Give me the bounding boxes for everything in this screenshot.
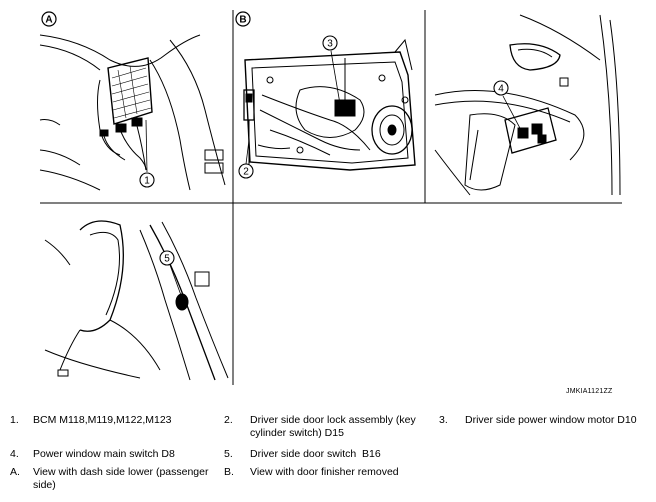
legend-item-1-text: BCM M118,M119,M122,M123 xyxy=(33,414,172,426)
callout-3-text: 3 xyxy=(327,39,333,50)
callout-4-text: 4 xyxy=(498,84,504,95)
callout-2-text: 2 xyxy=(243,167,249,178)
legend-item-1-num: 1. xyxy=(10,414,19,426)
panel-b-door-illustration xyxy=(243,38,416,171)
legend-item-3-text: Driver side power window motor D10 xyxy=(465,414,637,426)
callout-2: 2 xyxy=(238,163,254,179)
wiring-location-figure: A B 1 2 3 4 5 xyxy=(39,10,622,385)
panel-letter-b: B xyxy=(235,11,251,27)
legend-item-2-num: 2. xyxy=(224,414,233,426)
callout-1: 1 xyxy=(139,172,155,188)
panel-frame xyxy=(40,10,622,385)
callout-5: 5 xyxy=(159,250,175,266)
callout-3: 3 xyxy=(322,35,338,51)
legend-item-4-num: 4. xyxy=(10,448,19,460)
callout-5-text: 5 xyxy=(164,254,170,265)
legend-item-3-num: 3. xyxy=(439,414,448,426)
legend-item-a-text: View with dash side lower (passenger sid… xyxy=(33,466,209,491)
callout-4: 4 xyxy=(493,80,509,96)
panel-letter-a: A xyxy=(41,11,57,27)
legend-item-b-num: B. xyxy=(224,466,234,478)
callout-leaders xyxy=(145,50,523,299)
panel-c-door-trim-illustration xyxy=(434,14,621,196)
panel-d-door-switch-illustration xyxy=(44,220,229,381)
legend-item-4-text: Power window main switch D8 xyxy=(33,448,175,460)
panel-letter-a-text: A xyxy=(45,15,52,26)
panel-letter-b-text: B xyxy=(239,15,246,26)
figure-code: JMKIA1121ZZ xyxy=(566,388,613,395)
legend-item-5-num: 5. xyxy=(224,448,233,460)
legend-item-a-num: A. xyxy=(10,466,20,478)
legend-item-b-text: View with door finisher removed xyxy=(250,466,399,478)
legend-item-2-text: Driver side door lock assembly (key cyli… xyxy=(250,414,416,439)
callout-1-text: 1 xyxy=(144,176,150,187)
legend-item-5-text: Driver side door switch B16 xyxy=(250,448,381,460)
panel-a-dash-side-illustration xyxy=(39,34,226,191)
